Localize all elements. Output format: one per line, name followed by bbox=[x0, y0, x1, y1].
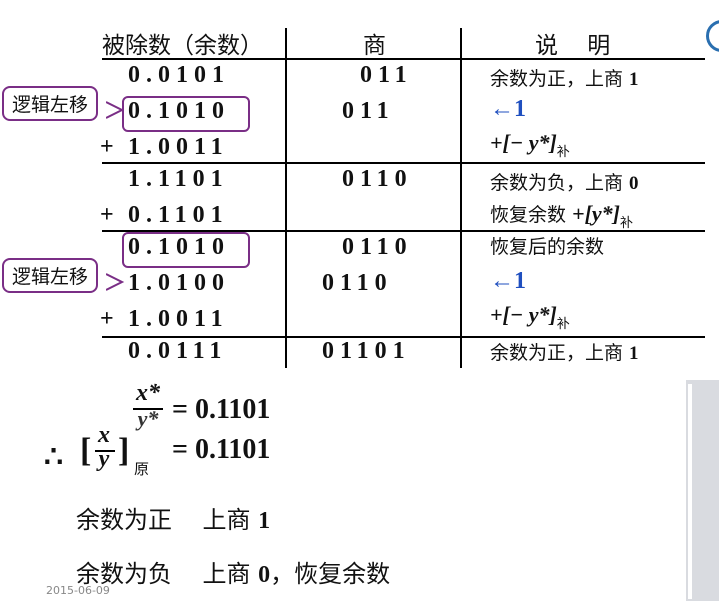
highlight-box-2 bbox=[122, 232, 250, 268]
bracket-fraction-bar bbox=[95, 450, 115, 452]
dividend-row-7: 1.0100 bbox=[128, 270, 230, 296]
note-row-9: 余数为正，上商 1 bbox=[490, 342, 639, 364]
header-quotient: 商 bbox=[363, 33, 386, 59]
therefore-symbol: ∴ bbox=[44, 441, 64, 474]
dividend-row-8: 1.0011 bbox=[128, 306, 229, 332]
operator-row-5: + bbox=[100, 202, 120, 228]
note-row-6: 恢复后的余数 bbox=[490, 236, 605, 258]
dividend-row-4: 1.1101 bbox=[128, 166, 229, 192]
highlight-box-1 bbox=[122, 96, 250, 132]
fraction-result: = 0.1101 bbox=[172, 394, 271, 425]
dividend-row-5: 0.1101 bbox=[128, 202, 229, 228]
note-row-7-arrow: ←1 bbox=[490, 268, 526, 294]
slide-date: 2015-06-09 bbox=[46, 584, 110, 597]
note-row-3: +[− y*]补 bbox=[490, 130, 570, 160]
dividend-row-9: 0.0111 bbox=[128, 338, 228, 364]
column-divider-1 bbox=[285, 28, 287, 368]
quotient-row-2: 011 bbox=[342, 98, 395, 124]
bracket-subscript: 原 bbox=[134, 460, 150, 478]
quotient-row-9: 01101 bbox=[322, 338, 411, 364]
row-rule-3 bbox=[102, 336, 705, 338]
rule-positive: 余数为正 上商 1 bbox=[76, 506, 271, 534]
dividend-row-1: 0.0101 bbox=[128, 62, 230, 88]
row-rule-1 bbox=[102, 162, 705, 164]
note-row-2-arrow: ←1 bbox=[490, 96, 526, 122]
fraction-bar bbox=[133, 408, 163, 410]
quotient-row-7: 0110 bbox=[322, 270, 393, 296]
rule-negative: 余数为负 上商 0，恢复余数 bbox=[76, 560, 391, 588]
note-row-1: 余数为正，上商 1 bbox=[490, 68, 639, 90]
bracket-numerator: x bbox=[98, 422, 110, 448]
quotient-row-4: 0110 bbox=[342, 166, 413, 192]
header-note: 说 明 bbox=[535, 33, 611, 59]
fraction-numerator: x* bbox=[136, 380, 160, 406]
fraction-denominator: y* bbox=[137, 406, 159, 431]
dividend-row-3: 1.0011 bbox=[128, 134, 229, 160]
bracket-left: [ bbox=[80, 432, 92, 469]
video-thumbnail-border bbox=[688, 384, 692, 599]
shift-left-tag-2: 逻辑左移 bbox=[2, 258, 99, 293]
note-row-4: 余数为负，上商 0 bbox=[490, 172, 639, 194]
column-divider-2 bbox=[460, 28, 462, 368]
edge-circle-icon bbox=[706, 20, 719, 52]
quotient-row-1: 011 bbox=[360, 62, 413, 88]
note-row-8: +[− y*]补 bbox=[490, 302, 570, 332]
header-rule bbox=[102, 58, 705, 60]
shift-left-tag-1: 逻辑左移 bbox=[2, 86, 99, 121]
operator-row-8: + bbox=[100, 306, 120, 332]
bracket-denominator: y bbox=[98, 446, 110, 472]
note-row-5: 恢复余数 +[y*]补 bbox=[490, 201, 634, 231]
header-dividend: 被除数（余数） bbox=[102, 33, 263, 59]
shift-left-tag-1-pointer bbox=[106, 101, 125, 119]
quotient-row-6: 0110 bbox=[342, 234, 413, 260]
shift-left-tag-2-pointer bbox=[106, 273, 125, 291]
operator-row-3: + bbox=[100, 134, 120, 160]
bracket-right: ] bbox=[118, 432, 130, 469]
row-rule-2 bbox=[102, 230, 705, 232]
bracket-result: = 0.1101 bbox=[172, 434, 271, 465]
dividend-row-2: 0.1010 bbox=[128, 98, 230, 124]
dividend-row-6: 0.1010 bbox=[128, 234, 230, 260]
